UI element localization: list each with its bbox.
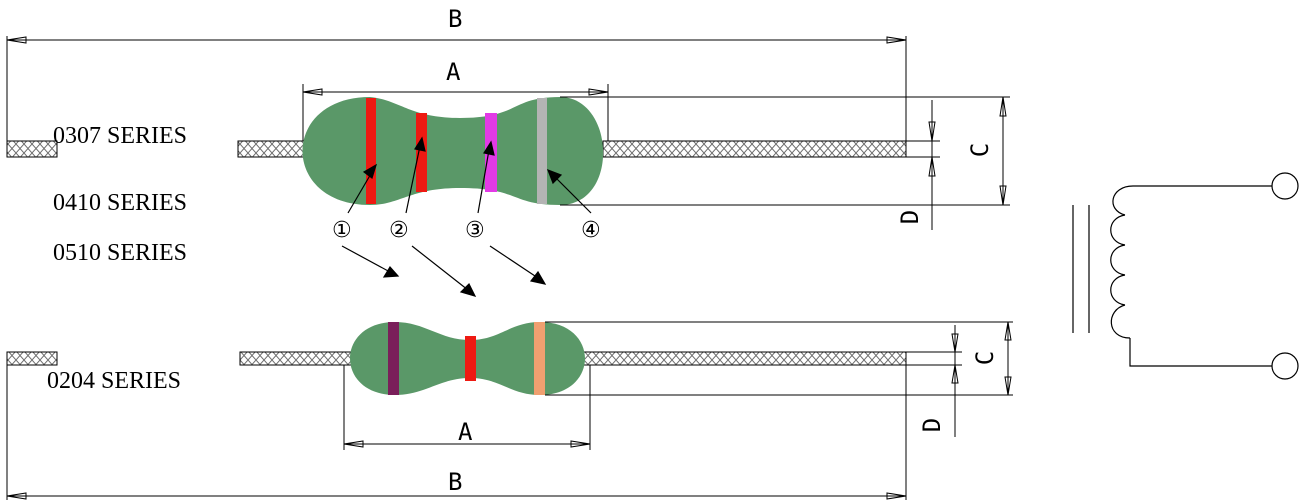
bottom-a-label: A bbox=[458, 418, 473, 446]
series-0307-label: 0307 SERIES bbox=[53, 123, 187, 149]
band-number-4: ④ bbox=[581, 218, 601, 243]
top-band-4 bbox=[537, 98, 547, 204]
top-d-dimension bbox=[906, 100, 940, 230]
series-0510-label: 0510 SERIES bbox=[53, 240, 187, 266]
bottom-band-1 bbox=[388, 322, 399, 395]
top-a-label: A bbox=[446, 58, 461, 86]
top-b-label: B bbox=[448, 5, 462, 33]
top-a-dimension bbox=[302, 84, 609, 141]
series-0204-label: 0204 SERIES bbox=[47, 368, 181, 394]
bottom-b-label: B bbox=[448, 468, 462, 496]
top-c-dimension bbox=[560, 96, 1010, 206]
series-0410-label: 0410 SERIES bbox=[53, 190, 187, 216]
bottom-d-label: D bbox=[918, 418, 946, 432]
bottom-c-label: C bbox=[971, 351, 999, 365]
top-c-label: C bbox=[966, 143, 994, 157]
band-number-3: ③ bbox=[465, 218, 485, 243]
bottom-resistor-leads bbox=[6, 351, 907, 366]
bottom-a-dimension bbox=[343, 365, 591, 450]
band-number-1: ① bbox=[332, 218, 352, 243]
top-band-2 bbox=[416, 113, 427, 192]
band-number-2: ② bbox=[389, 218, 409, 243]
bottom-band-2 bbox=[465, 336, 476, 381]
top-resistor-body bbox=[302, 97, 604, 205]
inductor-symbol bbox=[1072, 172, 1299, 380]
bottom-c-dimension bbox=[545, 321, 1013, 396]
bottom-b-dimension bbox=[6, 365, 907, 500]
top-d-label: D bbox=[896, 210, 924, 224]
bottom-band-3 bbox=[534, 322, 545, 395]
bottom-d-dimension bbox=[906, 325, 962, 437]
callout-arrows bbox=[341, 136, 592, 297]
top-band-1 bbox=[366, 98, 376, 204]
